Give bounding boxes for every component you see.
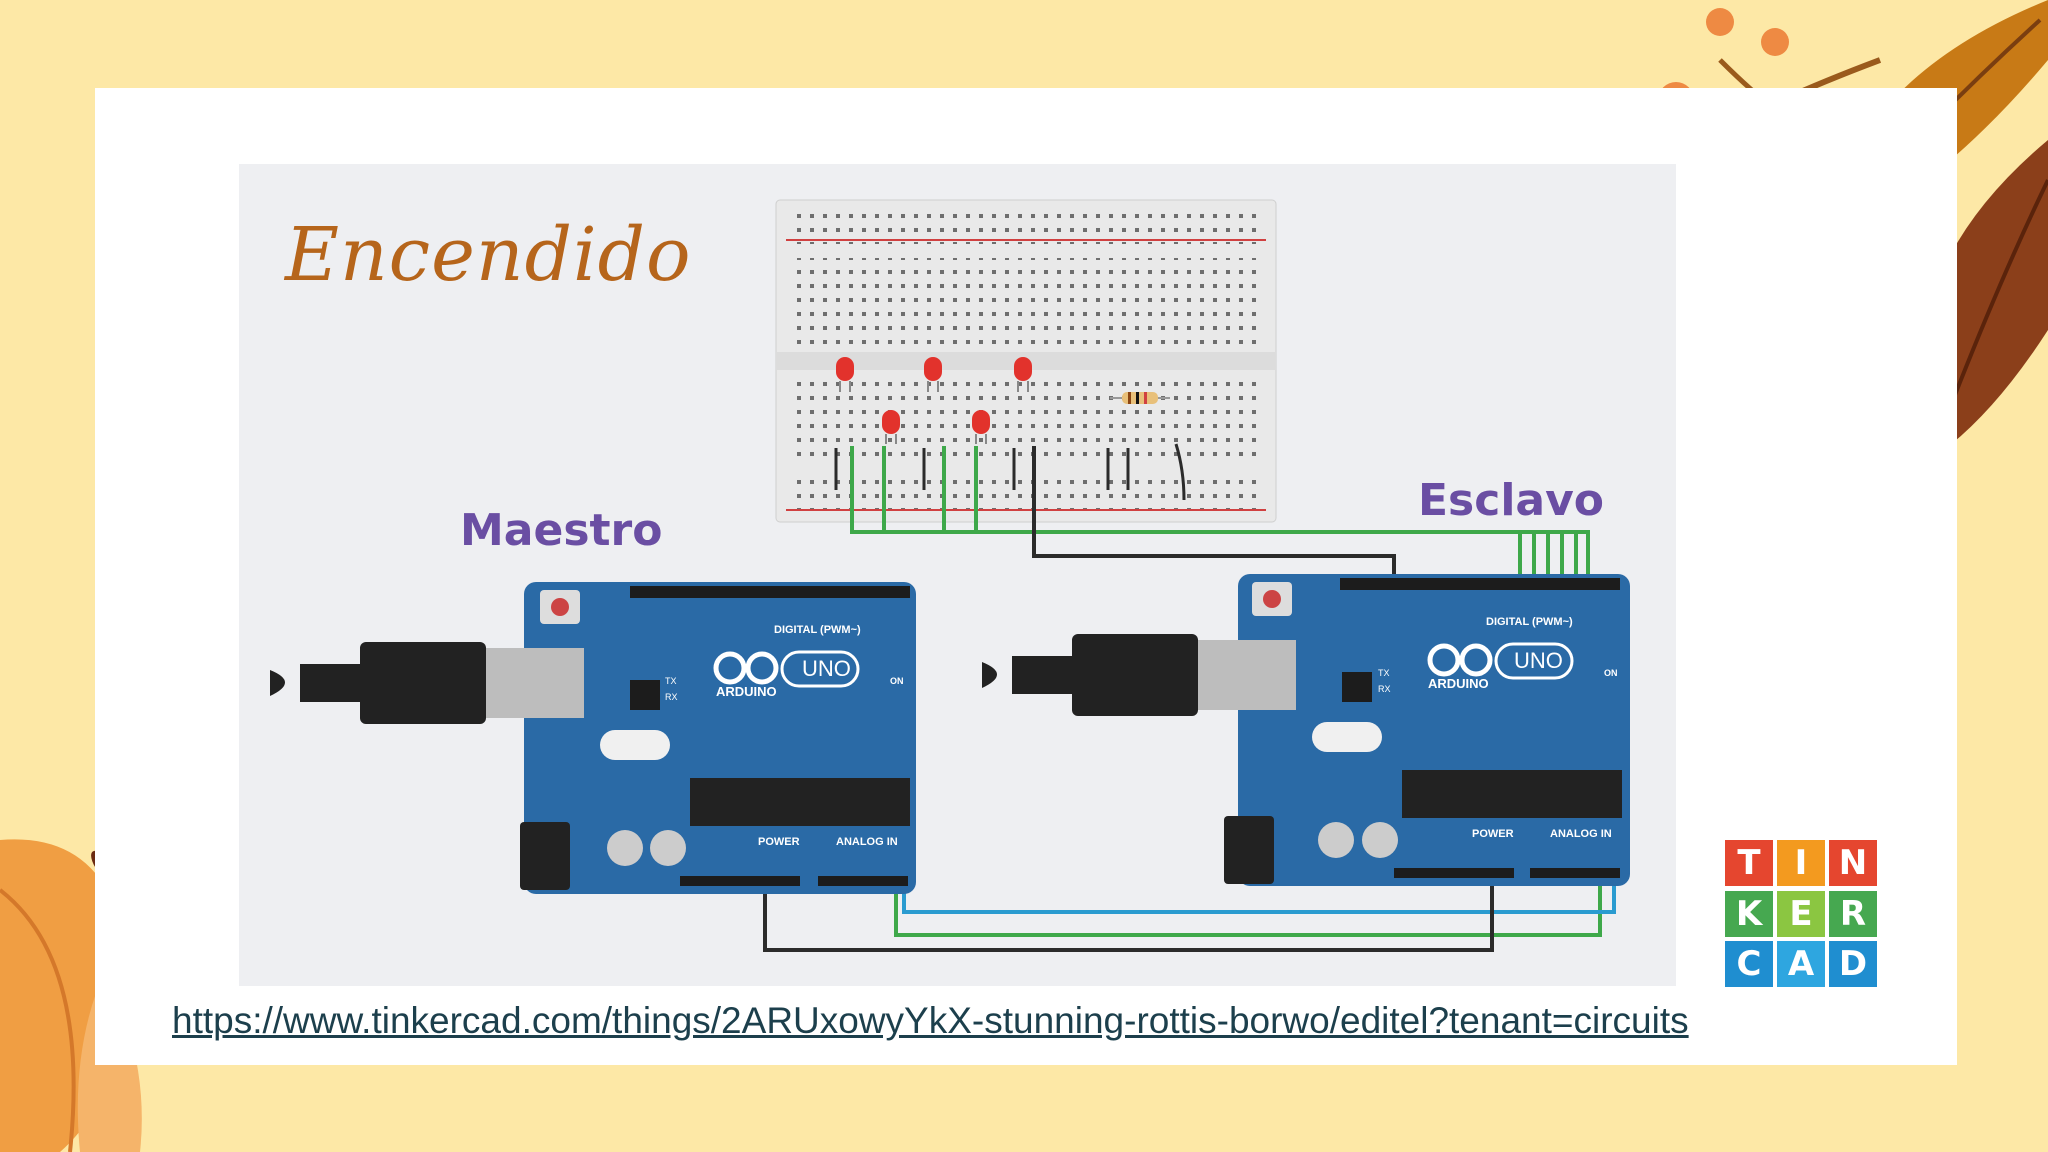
breadboard[interactable] — [775, 199, 1277, 523]
logo-letter: T — [1725, 840, 1773, 886]
tinkercad-url-link[interactable]: https://www.tinkercad.com/things/2ARUxow… — [172, 1000, 1689, 1041]
slave-digital-label: DIGITAL (PWM~) — [1486, 616, 1573, 628]
logo-letter: R — [1829, 890, 1877, 937]
slave-power-label: POWER — [1472, 828, 1514, 840]
resistor[interactable] — [1110, 392, 1170, 404]
arduino-master[interactable] — [520, 582, 916, 894]
arduino-infinity-icon — [713, 651, 779, 685]
master-brand: ARDUINO — [716, 684, 777, 699]
master-on-label: ON — [890, 676, 904, 686]
led-2[interactable] — [924, 357, 942, 392]
master-label: Maestro — [460, 505, 663, 556]
logo-letter: A — [1777, 941, 1825, 988]
led-5[interactable] — [972, 410, 990, 444]
arduino-infinity-icon — [1427, 643, 1493, 677]
slide-title: Encendido — [285, 212, 692, 298]
led-1[interactable] — [836, 357, 854, 392]
breadboard-jumpers — [834, 443, 1186, 501]
i2c-wires — [763, 880, 1616, 952]
signal-wires — [850, 446, 1590, 590]
usb-plug-icon — [270, 642, 584, 724]
logo-letter: E — [1777, 890, 1825, 937]
slave-analog-label: ANALOG IN — [1550, 828, 1612, 840]
logo-letter: K — [1725, 890, 1773, 937]
master-model: UNO — [802, 656, 851, 681]
slave-on-label: ON — [1604, 668, 1618, 678]
master-analog-label: ANALOG IN — [836, 836, 898, 848]
master-rx-label: RX — [665, 692, 678, 702]
slave-rx-label: RX — [1378, 684, 1391, 694]
slave-brand: ARDUINO — [1428, 676, 1489, 691]
logo-letter: I — [1777, 840, 1825, 886]
usb-plug-icon — [982, 634, 1296, 716]
logo-letter: N — [1829, 840, 1877, 886]
logo-letter: C — [1725, 941, 1773, 988]
master-tx-label: TX — [665, 676, 677, 686]
master-digital-label: DIGITAL (PWM~) — [774, 624, 861, 636]
slave-tx-label: TX — [1378, 668, 1390, 678]
logo-letter: D — [1829, 941, 1877, 988]
slave-model: UNO — [1514, 648, 1563, 673]
ground-wire — [1032, 446, 1396, 590]
arduino-slave[interactable] — [1224, 574, 1630, 886]
master-power-label: POWER — [758, 836, 800, 848]
led-3[interactable] — [1014, 357, 1032, 392]
led-4[interactable] — [882, 410, 900, 444]
slave-label: Esclavo — [1418, 475, 1605, 526]
